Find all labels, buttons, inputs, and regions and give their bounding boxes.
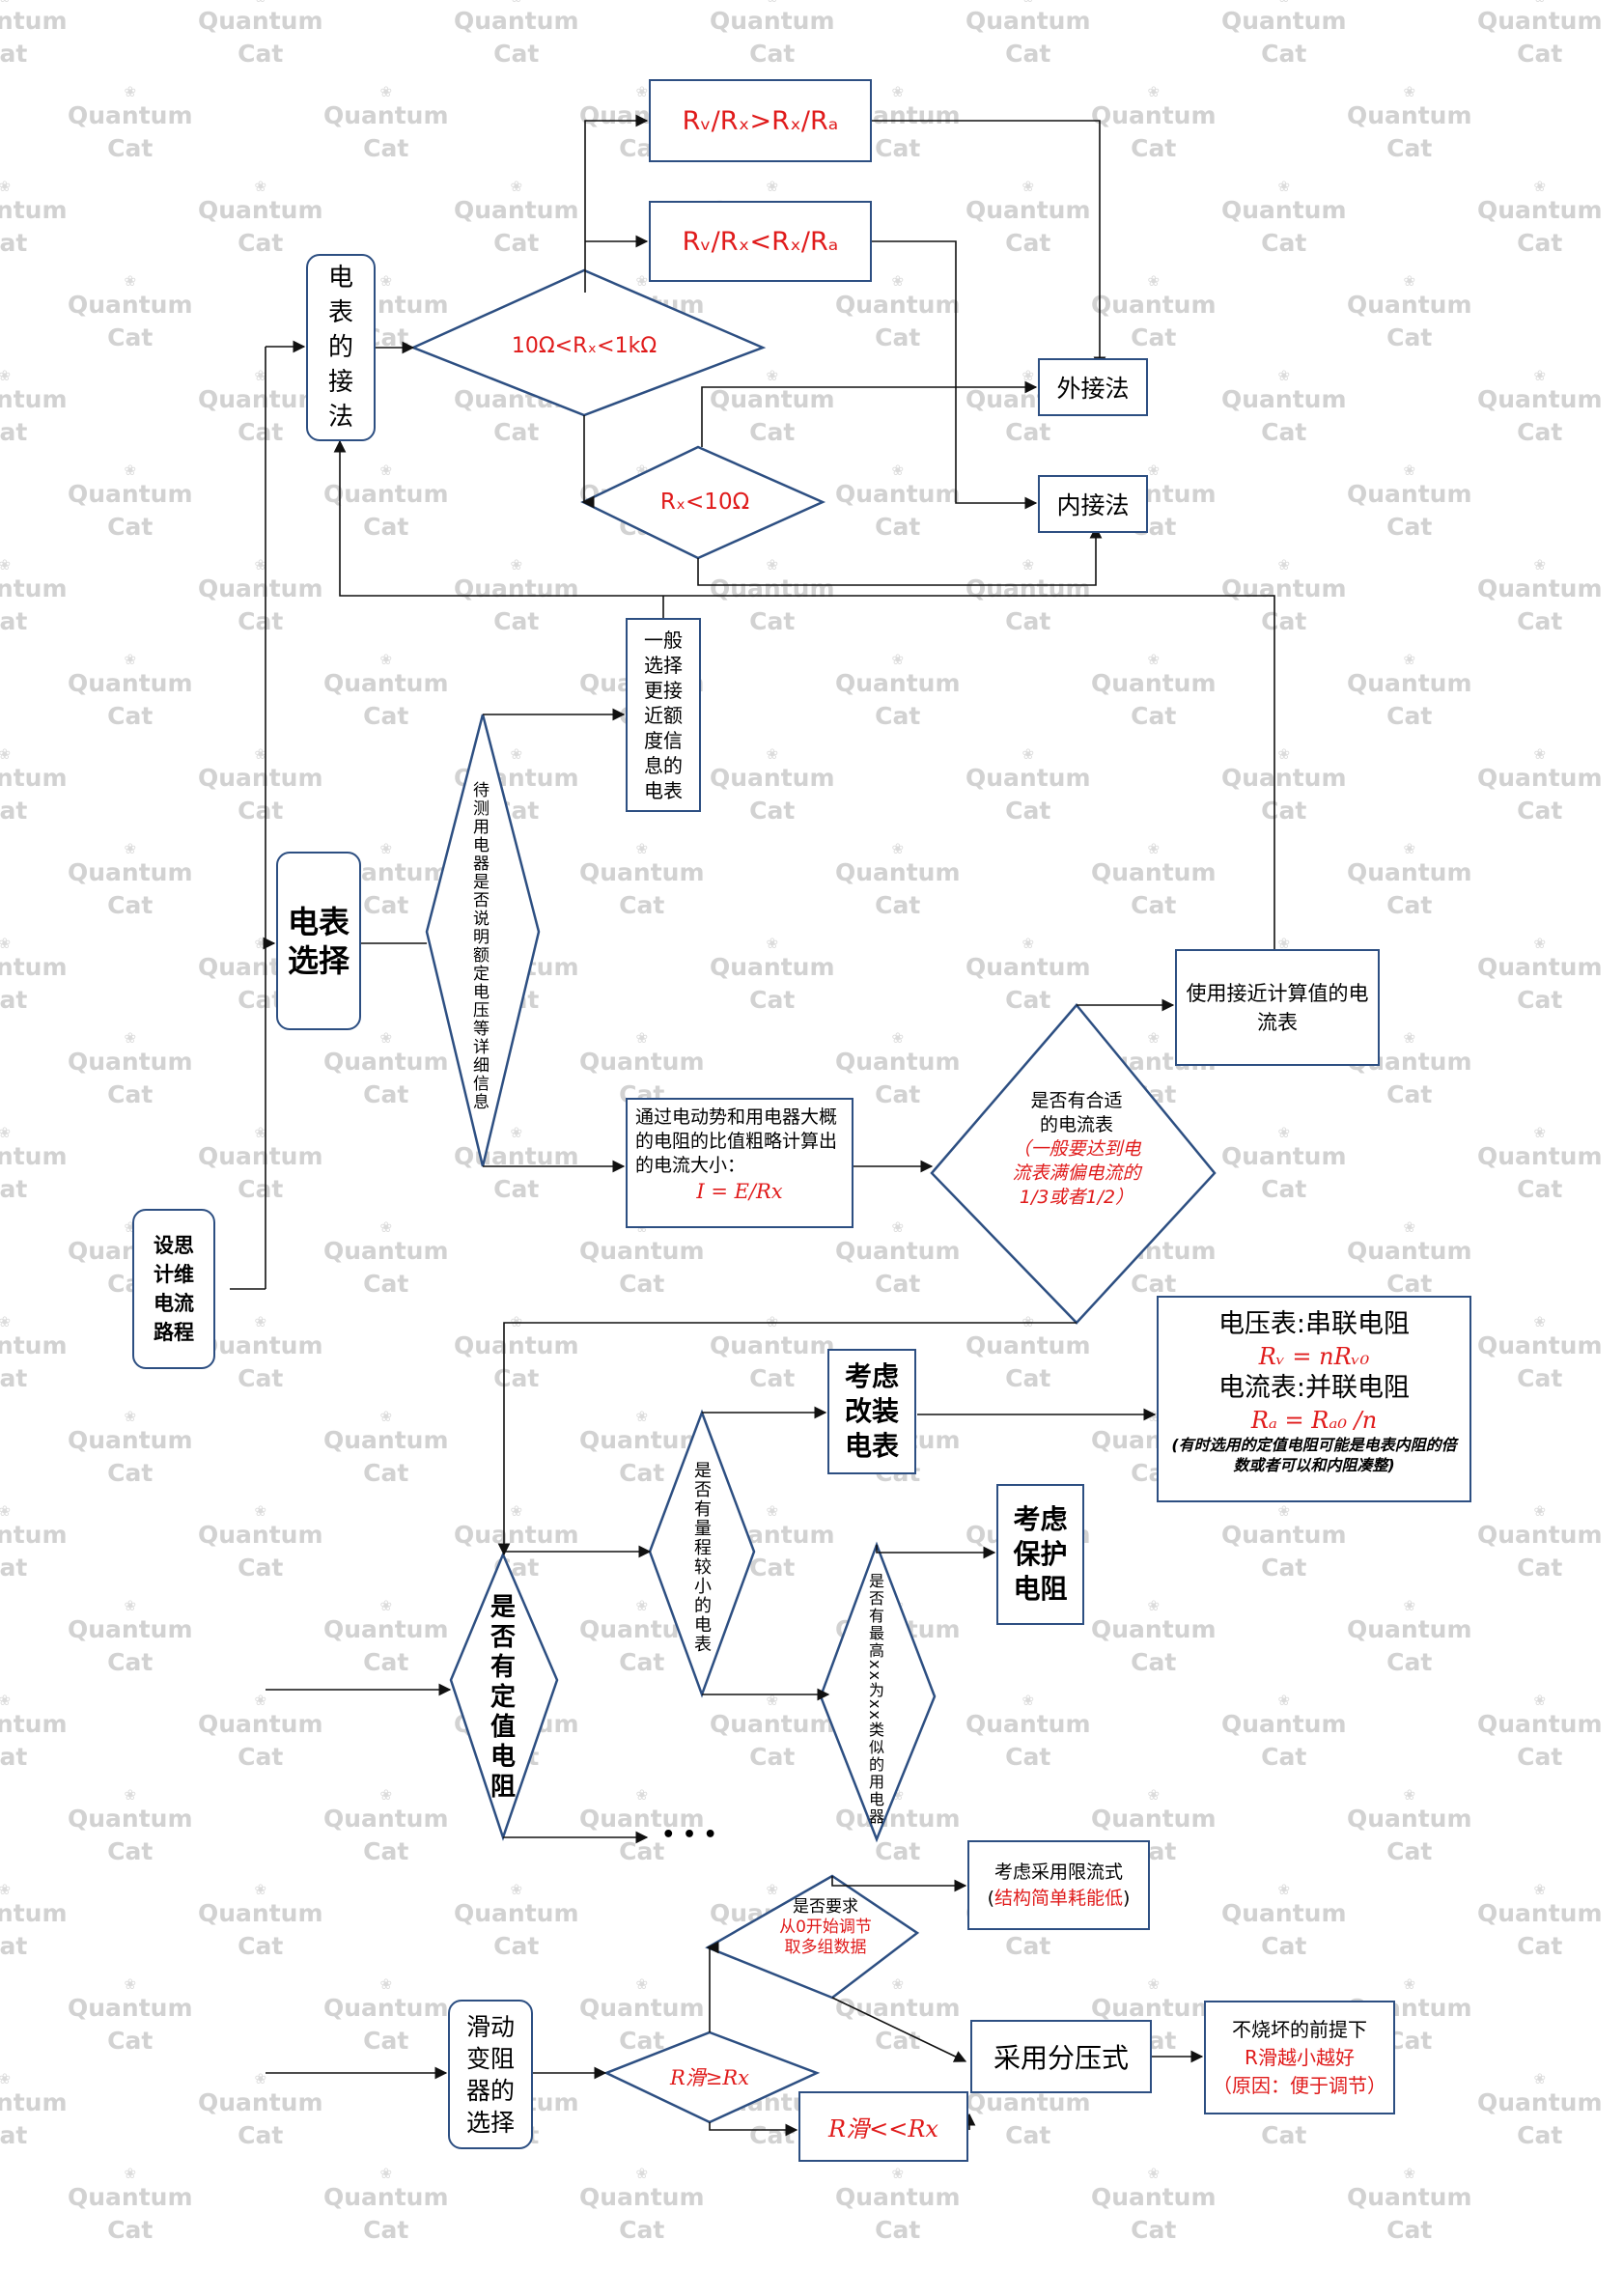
cond-ll-box: R滑<<Rx <box>798 2091 968 2162</box>
choose-close-box: 一般选择更接近额度信息的电表 <box>626 618 701 812</box>
rheostat-title: 滑动变阻器的选择 <box>465 2012 515 2137</box>
rheostat-node: 滑动变阻器的选择 <box>448 2000 533 2149</box>
meter-connection-title: 电表的接法 <box>327 264 353 432</box>
parallel-title: 电流表:并联电阻 <box>1217 1373 1411 1403</box>
divider-box: 采用分压式 <box>970 2020 1152 2093</box>
modify-method-box: 电压表:串联电阻 Rᵥ = nRᵥ₀ 电流表:并联电阻 Rₐ = Rₐ₀ /n … <box>1157 1296 1471 1502</box>
decision-max-rating <box>819 1541 937 1843</box>
limit-main: 考虑采用限流式 <box>993 1861 1123 1883</box>
external-label: 外接法 <box>1056 375 1130 403</box>
divider-note2: R滑越小越好 <box>1245 2045 1355 2069</box>
estimate-text: 通过电动势和用电器大概的电阻的比值粗略计算出的电流大小： <box>635 1106 838 1176</box>
limit-box: 考虑采用限流式 (结构简单耗能低) <box>967 1840 1150 1930</box>
cmp-gt-label: Rᵥ/Rₓ>Rₓ/Rₐ <box>682 105 839 136</box>
meter-choice-node: 电表选择 <box>276 852 361 1030</box>
max-rating-question: 是否有最高xx为xx类似的用电器 <box>866 1573 884 1826</box>
external-box: 外接法 <box>1038 358 1148 416</box>
root-node: 设思计维电流路程 <box>132 1209 215 1369</box>
consider-protect-box: 考虑保护电阻 <box>996 1484 1084 1625</box>
cond-small-label: Rₓ<10Ω <box>659 490 750 515</box>
use-close-label: 使用接近计算值的电流表 <box>1186 981 1369 1034</box>
parallel-formula: Rₐ = Rₐ₀ /n <box>1250 1407 1378 1434</box>
rated-info-question: 待测用电器是否说明额定电压等详细信息 <box>469 781 489 1111</box>
suitable-question: 是否有合适 的电流表 （一般要达到电流表满偏电流的1/3或者1/2） <box>985 1089 1168 1210</box>
divider-note: 不烧坏的前提下 R滑越小越好 （原因：便于调节） <box>1213 2016 1386 2100</box>
decision-cond-small <box>580 445 826 560</box>
suitable-note: （一般要达到电流表满偏电流的1/3或者1/2） <box>1012 1138 1141 1208</box>
resistor-title: 是否有定值电阻 <box>490 1593 516 1802</box>
internal-label: 内接法 <box>1056 491 1130 519</box>
meter-choice-title: 电表选择 <box>287 903 350 979</box>
decision-cond-large <box>409 268 767 417</box>
cond-ge-label: R滑≥Rx <box>669 2066 750 2089</box>
ellipsis: • • • <box>661 1823 717 1847</box>
zero-start-q: 是否要求 <box>793 1897 858 1917</box>
divider-note-box: 不烧坏的前提下 R滑越小越好 （原因：便于调节） <box>1204 2001 1395 2114</box>
internal-box: 内接法 <box>1038 475 1148 533</box>
cond-large-label: 10Ω<Rₓ<1kΩ <box>511 334 658 358</box>
small-range-question: 是否有量程较小的电表 <box>691 1461 712 1654</box>
cmp-lt-box: Rᵥ/Rₓ<Rₓ/Rₐ <box>649 201 872 282</box>
divider-note3: （原因：便于调节） <box>1213 2073 1386 2097</box>
limit-text: 考虑采用限流式 (结构简单耗能低) <box>987 1861 1131 1909</box>
zero-start-red: 从0开始调节取多组数据 <box>779 1918 872 1957</box>
consider-modify-box: 考虑改装电表 <box>827 1349 916 1474</box>
estimate-box: 通过电动势和用电器大概的电阻的比值粗略计算出的电流大小： I = E/Rx <box>626 1098 853 1228</box>
cmp-lt-label: Rᵥ/Rₓ<Rₓ/Rₐ <box>682 226 839 257</box>
divider-note1: 不烧坏的前提下 <box>1232 2017 1367 2041</box>
use-close-box: 使用接近计算值的电流表 <box>1175 949 1380 1066</box>
cond-ll-label: R滑<<Rx <box>828 2115 938 2142</box>
choose-close-label: 一般选择更接近额度信息的电表 <box>644 628 683 802</box>
series-title: 电压表:串联电阻 <box>1217 1309 1411 1339</box>
consider-protect-label: 考虑保护电阻 <box>1013 1503 1068 1605</box>
suitable-q1: 是否有合适 <box>1030 1090 1123 1111</box>
zero-start-question: 是否要求 从0开始调节取多组数据 <box>763 1897 888 1958</box>
meter-connection-node: 电表的接法 <box>306 254 376 441</box>
cmp-gt-box: Rᵥ/Rₓ>Rₓ/Rₐ <box>649 79 872 162</box>
root-label: 设思计维电流路程 <box>154 1234 194 1344</box>
suitable-q2: 的电流表 <box>1039 1114 1113 1135</box>
series-formula: Rᵥ = nRᵥ₀ <box>1258 1343 1370 1370</box>
divider-label: 采用分压式 <box>993 2042 1129 2074</box>
estimate-formula: I = E/Rx <box>696 1180 783 1203</box>
modify-note: (有时选用的定值电阻可能是电表内阻的倍数或者可以和内阻凑整) <box>1171 1436 1457 1474</box>
limit-red: 结构简单耗能低 <box>993 1887 1123 1909</box>
consider-modify-label: 考虑改装电表 <box>844 1360 899 1462</box>
